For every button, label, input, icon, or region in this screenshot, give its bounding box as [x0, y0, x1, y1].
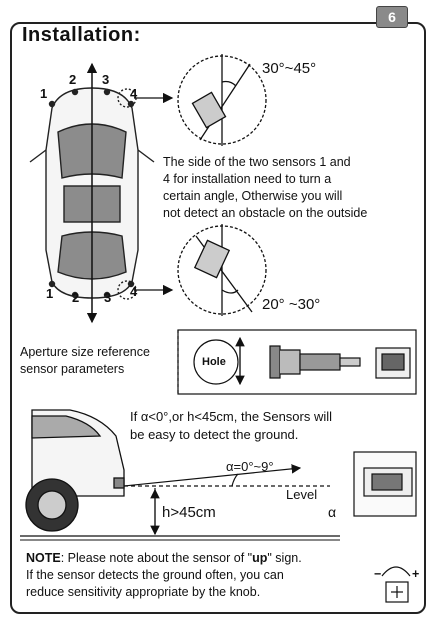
sensor-angle-detail-bottom: [177, 224, 267, 316]
note-line-1-rest: : Please note about the sensor of ": [60, 551, 253, 565]
level-label: Level: [286, 487, 318, 502]
sensor-number-bottom-3: 3: [104, 290, 112, 305]
sensor-number-top-4: 4: [130, 86, 138, 101]
note-line-2: If the sensor detects the ground often, …: [26, 568, 284, 582]
hole-saw-illustration: [177, 329, 417, 395]
knob-minus-sign: −: [374, 567, 382, 581]
note-prefix: NOTE: [26, 551, 61, 565]
knob-plus-sign: +: [412, 567, 420, 581]
installation-description-line-4: not detect an obstacle on the outside: [163, 206, 368, 220]
aperture-text-line-1: Aperture size reference: [20, 345, 150, 359]
sensor-angle-detail-top: [177, 54, 267, 146]
angle-top-label: 30°~45°: [262, 60, 317, 77]
sensor-number-top-3: 3: [102, 72, 110, 87]
aperture-text-line-2: sensor parameters: [20, 362, 125, 376]
alpha-range-label: α=0°~9°: [226, 459, 274, 474]
car-rear-side-view: [20, 409, 340, 537]
ground-warning-line-2: be easy to detect the ground.: [130, 427, 299, 442]
note-up-word: up: [252, 551, 268, 565]
note-line-1: NOTE: Please note about the sensor of "u…: [26, 550, 302, 567]
detection-lines: [123, 464, 330, 536]
angle-bottom-label: 20° ~30°: [262, 296, 321, 313]
page-title: Installation:: [22, 24, 141, 46]
sensitivity-knob-icon: [381, 566, 411, 603]
sensor-number-bottom-2: 2: [72, 290, 80, 305]
installation-description-line-1: The side of the two sensors 1 and: [163, 155, 351, 169]
installation-description-line-3: certain angle, Otherwise you will: [163, 189, 343, 203]
note-line-3: reduce sensitivity appropriate by the kn…: [26, 585, 261, 599]
sensor-number-bottom-4: 4: [130, 284, 138, 299]
car-axis-arrows: [86, 62, 174, 324]
note-block: NOTE: Please note about the sensor of "u…: [26, 550, 302, 601]
sensor-up-sign-detail: [353, 451, 417, 517]
sensor-number-top-2: 2: [69, 72, 77, 87]
note-line-1-end: " sign.: [267, 551, 302, 565]
page-number-badge: 6: [376, 6, 408, 28]
ground-warning-line-1: If α<0°,or h<45cm, the Sensors will: [130, 409, 333, 424]
height-label: h>45cm: [162, 504, 216, 521]
installation-description-line-2: 4 for installation need to turn a: [163, 172, 332, 186]
sensor-number-top-1: 1: [40, 86, 48, 101]
hole-label: Hole: [202, 356, 226, 368]
sensor-number-bottom-1: 1: [46, 286, 54, 301]
page-frame: [10, 22, 426, 614]
alpha-symbol: α: [328, 504, 337, 520]
